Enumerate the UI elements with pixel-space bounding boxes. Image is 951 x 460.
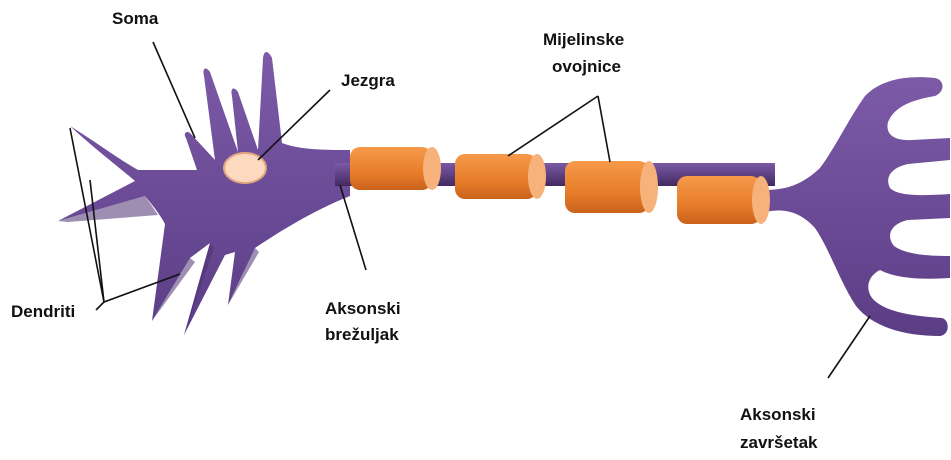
leader-line-soma	[153, 42, 195, 138]
myelin-sheath-1	[350, 147, 441, 190]
leader-line-hillock	[340, 185, 366, 270]
label-dendrites: Dendriti	[11, 301, 75, 323]
leader-line-terminal	[828, 316, 870, 378]
myelin-sheath-2	[455, 154, 546, 199]
myelin-sheath-3	[565, 161, 658, 213]
myelin-sheath-4	[677, 176, 770, 224]
leader-line-myelin-b	[598, 96, 610, 162]
label-myelin-line-2: ovojnice	[552, 56, 621, 78]
label-hillock-line-1: Aksonski	[325, 298, 401, 320]
axon-terminal-shape	[765, 77, 950, 336]
label-soma: Soma	[112, 8, 158, 30]
label-nucleus: Jezgra	[341, 70, 395, 92]
label-terminal-line-2: završetak	[740, 432, 818, 454]
label-terminal-line-1: Aksonski	[740, 404, 816, 426]
leader-line-myelin-a	[508, 96, 598, 156]
label-hillock-line-2: brežuljak	[325, 324, 399, 346]
label-myelin-line-1: Mijelinske	[543, 29, 624, 51]
leader-line-dendrites-c	[96, 302, 104, 310]
